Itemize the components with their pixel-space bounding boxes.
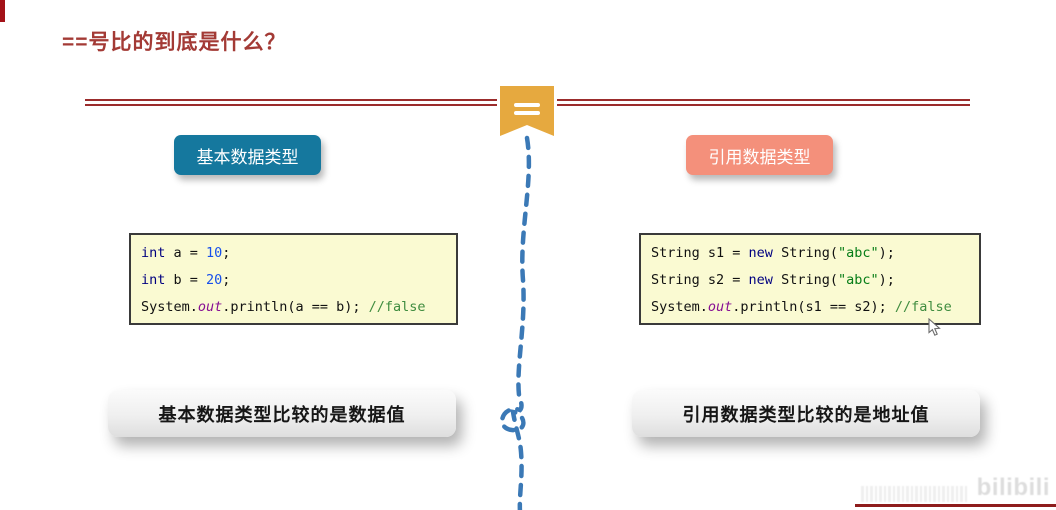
watermark-small-text <box>860 486 969 502</box>
code-token: String( <box>772 245 838 261</box>
bookmark-ribbon-icon <box>500 86 554 136</box>
conclusion-reference: 引用数据类型比较的是地址值 <box>632 390 980 437</box>
conclusion-primitive: 基本数据类型比较的是数据值 <box>108 390 456 437</box>
watermark: bilibili <box>860 474 1050 502</box>
code-token: a = <box>165 245 207 261</box>
code-token: new <box>748 272 773 288</box>
code-token: .println(a == b); <box>222 299 369 315</box>
code-token: "abc" <box>837 245 879 261</box>
code-token: //false <box>894 299 952 315</box>
corner-accent-bar <box>0 0 5 22</box>
code-token: ); <box>878 245 895 261</box>
code-line: System.out.println(a == b); //false <box>141 294 446 321</box>
code-token: b = <box>165 272 207 288</box>
code-token: String s2 = <box>651 272 749 288</box>
code-token: 10 <box>206 245 223 261</box>
page-title: ==号比的到底是什么？ <box>62 31 287 54</box>
code-token: .println(s1 == s2); <box>732 299 895 315</box>
code-line: String s1 = new String("abc"); <box>651 240 969 267</box>
divider-double-line-left <box>85 99 497 106</box>
code-token: out <box>197 299 223 315</box>
code-token: ; <box>222 272 231 288</box>
code-token: int <box>141 245 166 261</box>
code-token: //false <box>368 299 426 315</box>
code-token: System. <box>651 299 708 315</box>
code-token: String s1 = <box>651 245 749 261</box>
code-line: String s2 = new String("abc"); <box>651 267 969 294</box>
code-line: System.out.println(s1 == s2); //false <box>651 294 969 321</box>
watermark-underline <box>855 504 1056 507</box>
code-block-primitive: int a = 10;int b = 20;System.out.println… <box>129 233 458 325</box>
code-token: int <box>141 272 166 288</box>
bookmark-equals-line <box>514 103 540 107</box>
badge-reference-type: 引用数据类型 <box>686 135 833 175</box>
watermark-logo: bilibili <box>976 474 1050 501</box>
divider-double-line-right <box>557 99 970 106</box>
code-token: new <box>748 245 773 261</box>
code-token: System. <box>141 299 198 315</box>
badge-primitive-type: 基本数据类型 <box>174 135 321 175</box>
code-token: 20 <box>206 272 223 288</box>
code-line: int a = 10; <box>141 240 446 267</box>
code-line: int b = 20; <box>141 267 446 294</box>
code-block-reference: String s1 = new String("abc");String s2 … <box>639 233 981 325</box>
code-token: ); <box>878 272 895 288</box>
code-token: out <box>707 299 733 315</box>
code-token: String( <box>772 272 838 288</box>
code-token: "abc" <box>837 272 879 288</box>
bookmark-equals-line <box>514 111 540 115</box>
code-token: ; <box>222 245 231 261</box>
